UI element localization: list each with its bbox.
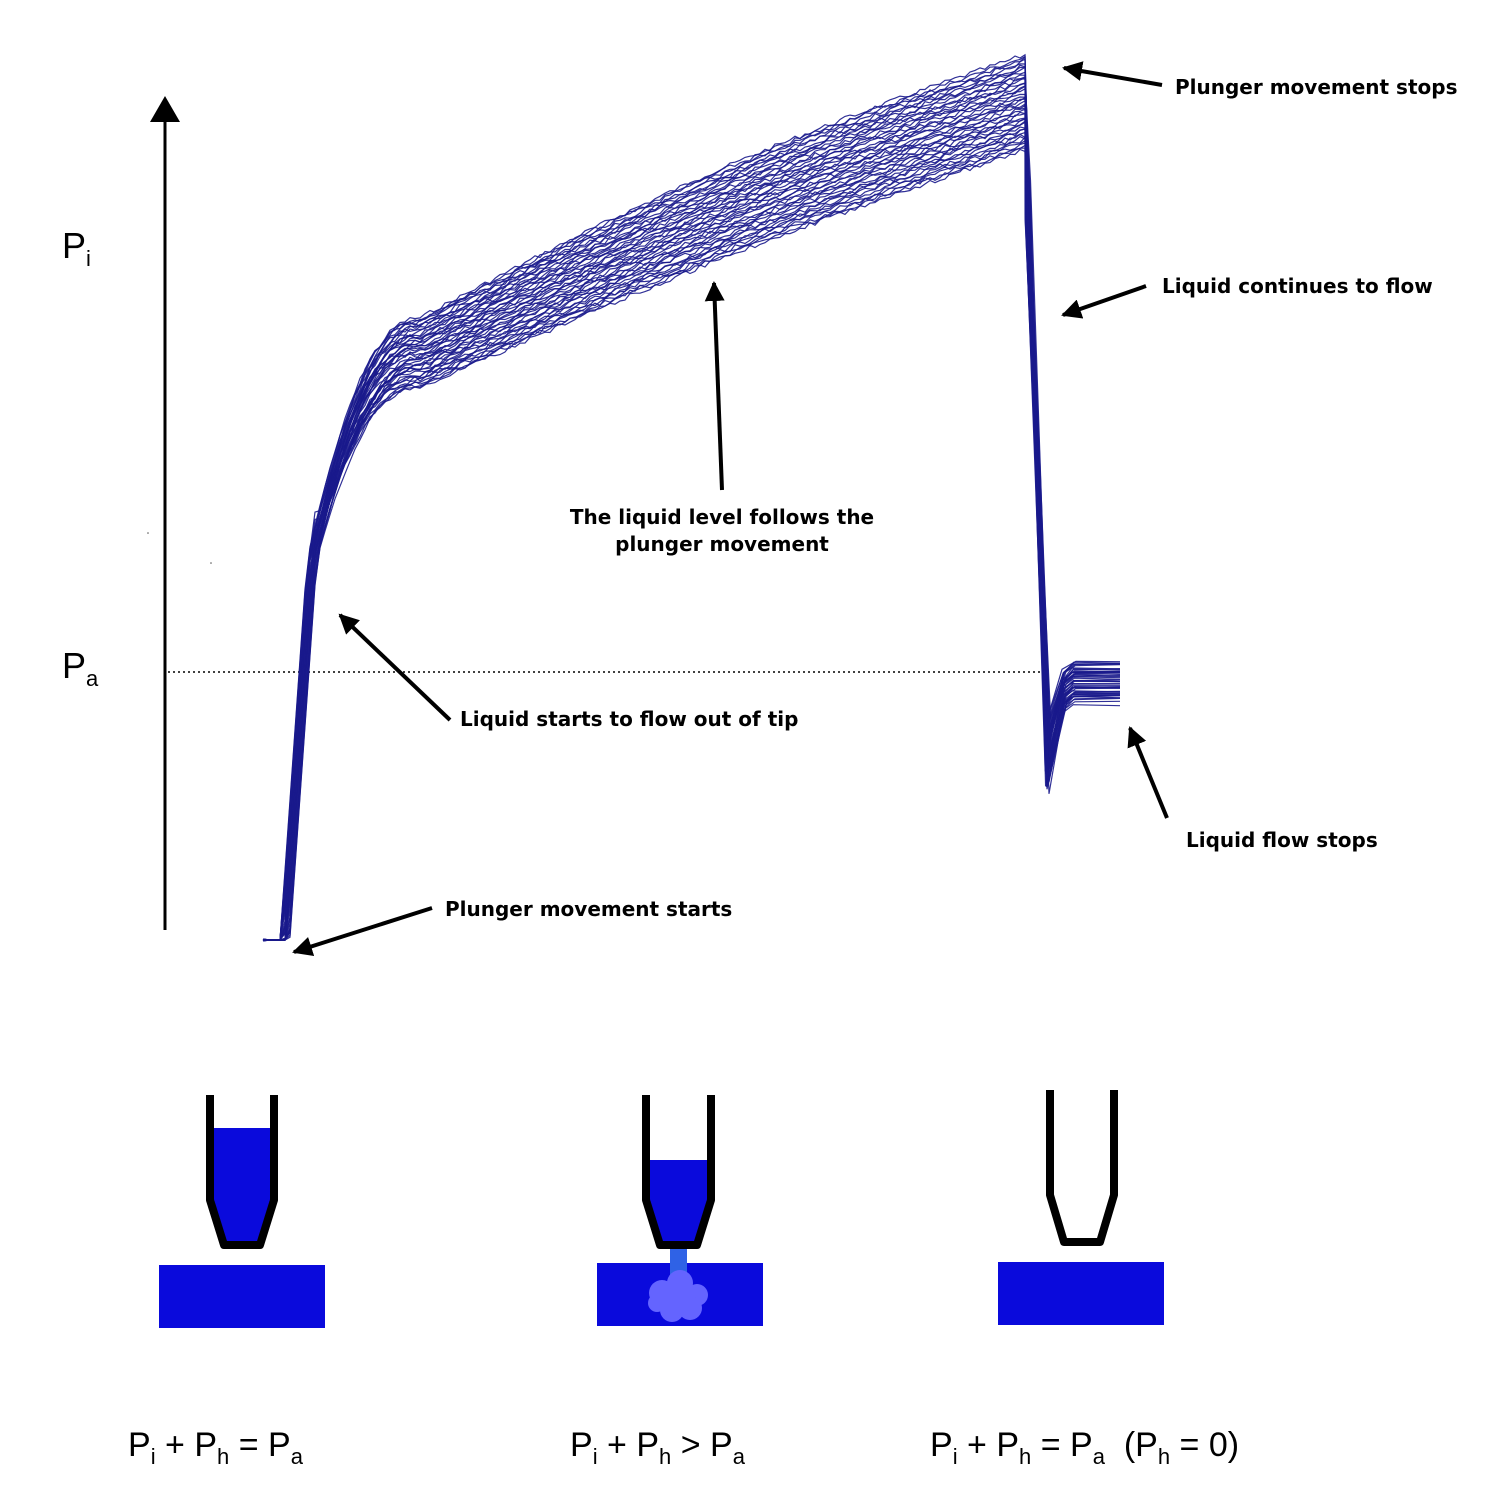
- pressure-trace: [262, 147, 1121, 941]
- pressure-trace: [262, 148, 1121, 942]
- pressure-trace: [262, 120, 1121, 942]
- pressure-trace: [262, 142, 1121, 941]
- pressure-trace: [262, 82, 1121, 941]
- label-level-follows-2: plunger movement: [615, 532, 829, 556]
- pressure-trace: [262, 55, 1121, 941]
- label-continues-flow: Liquid continues to flow: [1162, 274, 1433, 298]
- pressure-trace: [262, 66, 1121, 941]
- arrow-continues-flow: [1061, 284, 1147, 319]
- pressure-trace: [262, 78, 1121, 941]
- label-flow-stops: Liquid flow stops: [1186, 828, 1378, 852]
- arrow-starts-flow: [338, 613, 452, 722]
- well-liquid: [159, 1265, 325, 1328]
- pipette-tip: [642, 1095, 715, 1249]
- pressure-trace: [262, 53, 1121, 941]
- liquid-stream: [670, 1245, 687, 1275]
- speck: [210, 562, 212, 564]
- y-axis-label-pa: Pa: [62, 645, 99, 691]
- tip-liquid: [650, 1160, 707, 1243]
- pipette-tip: [206, 1095, 278, 1249]
- arrow-plunger-starts: [292, 906, 433, 957]
- pipette-tip: [1046, 1090, 1118, 1246]
- equation-3: Pi + Ph = Pa (Ph = 0): [930, 1426, 1239, 1469]
- pressure-trace: [262, 135, 1121, 941]
- arrow-level-follows: [704, 281, 725, 491]
- pressure-trace: [262, 144, 1121, 941]
- tip-illustration-1: [159, 1095, 325, 1328]
- label-starts-flow: Liquid starts to flow out of tip: [460, 707, 798, 731]
- pressure-trace: [262, 118, 1121, 942]
- equation-2: Pi + Ph > Pa: [570, 1426, 746, 1469]
- arrow-plunger-stops: [1062, 61, 1163, 87]
- pressure-trace: [262, 128, 1121, 941]
- pressure-trace: [262, 63, 1120, 942]
- pressure-trace: [262, 66, 1121, 942]
- equation-1: Pi + Ph = Pa: [128, 1426, 304, 1469]
- well-liquid: [998, 1262, 1164, 1325]
- y-axis-arrowhead: [150, 96, 180, 122]
- arrow-flow-stops: [1127, 726, 1169, 819]
- pressure-trace: [262, 108, 1121, 941]
- tip-illustration-3: [998, 1090, 1164, 1325]
- pressure-trace: [262, 71, 1121, 941]
- pressure-trace: [262, 58, 1121, 941]
- y-axis-label-pi: Pi: [62, 225, 91, 271]
- label-level-follows-1: The liquid level follows the: [570, 505, 874, 529]
- label-plunger-starts: Plunger movement starts: [445, 897, 732, 921]
- pressure-trace: [262, 64, 1121, 941]
- tip-liquid: [214, 1128, 270, 1243]
- label-plunger-stops: Plunger movement stops: [1175, 75, 1457, 99]
- pressure-trace: [262, 133, 1121, 941]
- pressure-traces: [262, 53, 1121, 942]
- tip-illustration-2: [597, 1095, 763, 1326]
- liquid-spray: [648, 1270, 708, 1322]
- pressure-trace: [262, 104, 1121, 941]
- pressure-trace: [263, 82, 1121, 941]
- speck: [147, 532, 149, 534]
